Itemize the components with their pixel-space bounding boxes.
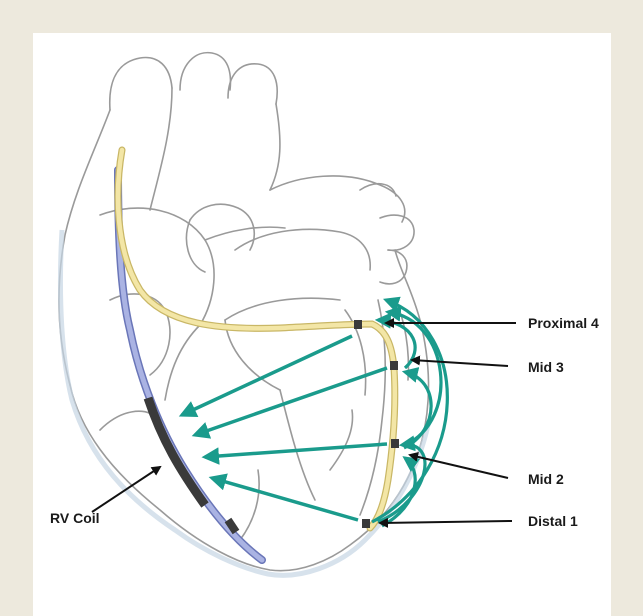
pointer-distal-1 xyxy=(380,521,512,523)
heart-outline xyxy=(59,53,429,571)
label-rv-coil: RV Coil xyxy=(50,510,100,526)
label-distal-1: Distal 1 xyxy=(528,513,578,529)
vector-distal-to-coil xyxy=(212,478,358,520)
electrode-proximal-4 xyxy=(354,320,362,329)
lv-lead xyxy=(118,150,395,528)
vector-proximal-to-coil xyxy=(182,336,352,415)
electrode-mid-3 xyxy=(390,361,398,370)
pacing-vectors-to-coil xyxy=(182,336,387,520)
label-mid-3: Mid 3 xyxy=(528,359,564,375)
vector-mid3-to-coil xyxy=(195,368,387,435)
label-mid-2: Mid 2 xyxy=(528,471,564,487)
electrode-distal-1 xyxy=(362,519,370,528)
label-proximal-4: Proximal 4 xyxy=(528,315,599,331)
vector-mid2-to-coil xyxy=(205,444,387,457)
pointer-mid-3 xyxy=(412,360,508,366)
electrode-mid-2 xyxy=(391,439,399,448)
pointer-rv-coil xyxy=(92,467,160,512)
